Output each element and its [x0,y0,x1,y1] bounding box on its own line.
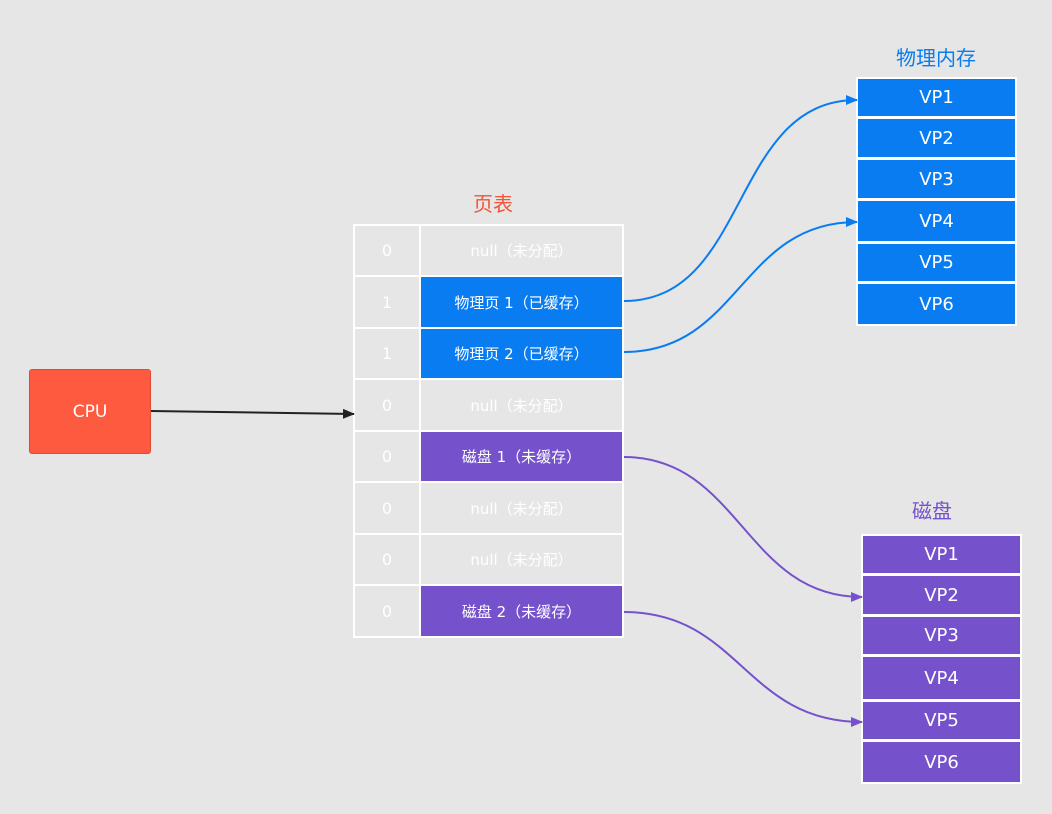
page-table-entry-null: null（未分配） [470,242,573,260]
physical-memory-title: 物理内存 [896,46,976,70]
page-table-title: 页表 [473,192,513,216]
cpu-label: CPU [72,401,108,422]
memory-page-vp6: VP6 [856,282,1017,326]
page-table-entry-mem: 物理页 1（已缓存） [421,277,622,327]
memory-page-vp3: VP3 [856,158,1017,200]
page-table-valid-bit: 0 [355,432,421,481]
page-table-entry-disk: 磁盘 1（未缓存） [421,432,622,481]
disk-page-vp1: VP1 [861,534,1022,575]
page-table-row: 0 null（未分配） [355,483,622,535]
memory-page-vp5: VP5 [856,242,1017,283]
cpu-box: CPU [29,369,151,454]
disk-page-vp3: VP3 [861,615,1022,656]
page-table-row: 0 null（未分配） [355,380,622,432]
page-table-valid-bit: 1 [355,277,421,327]
page-table-valid-bit: 0 [355,586,421,636]
disk-page-vp4: VP4 [861,655,1022,701]
page-table-valid-bit: 1 [355,329,421,378]
page-table-entry-null: null（未分配） [470,499,573,518]
page-table-valid-bit: 0 [355,226,421,275]
page-table-entry-mem: 物理页 2（已缓存） [421,329,622,378]
disk2-to-disk-vp5-arrow [623,611,863,727]
disk1-to-disk-vp2-arrow [623,456,863,602]
disk-page-vp6: VP6 [861,740,1022,784]
page-table-entry-null: null（未分配） [470,396,573,415]
page-table-valid-bit: 0 [355,380,421,430]
page-table-valid-bit: 0 [355,483,421,533]
page-table-row: 0 null（未分配） [355,226,622,277]
page-table-entry-disk: 磁盘 2（未缓存） [421,586,622,636]
disk-title: 磁盘 [912,499,952,523]
page-table-entry-null: null（未分配） [470,551,573,569]
page2-to-mem-vp4-arrow [623,217,858,353]
page1-to-mem-vp1-arrow [623,95,858,302]
page-table-row: 0 null（未分配） [355,535,622,586]
page-table-valid-bit: 0 [355,535,421,584]
cpu-to-table-arrow [150,408,355,419]
disk-page-vp5: VP5 [861,700,1022,741]
